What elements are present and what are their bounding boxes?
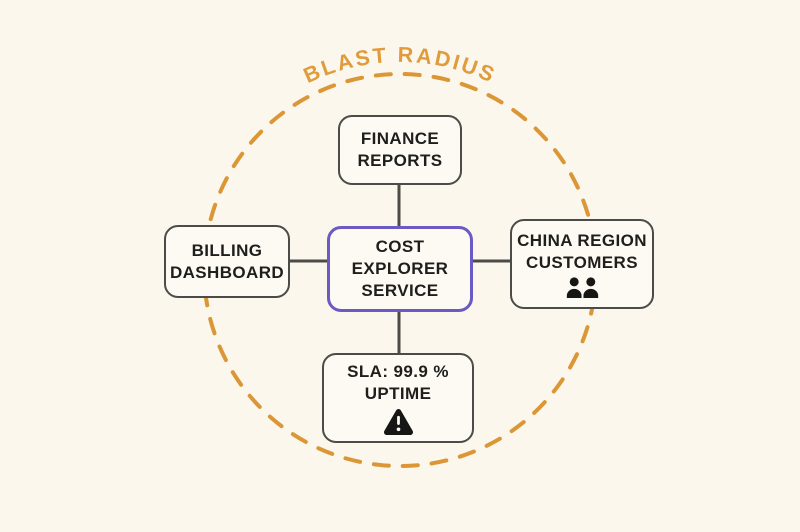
warning-icon [383, 407, 414, 436]
node-billing-dashboard: BILLING DASHBOARD [164, 225, 290, 298]
people-icon [565, 277, 600, 298]
node-cost-explorer-service: COST EXPLORER SERVICE [327, 226, 473, 312]
node-china-region-customers: CHINA REGION CUSTOMERS [510, 219, 654, 309]
node-cost-explorer-service-label: COST EXPLORER SERVICE [351, 237, 449, 300]
blast-radius-title: BLAST RADIUS [300, 43, 500, 88]
node-billing-dashboard-label: BILLING DASHBOARD [169, 240, 285, 282]
node-sla-uptime: SLA: 99.9 % UPTIME [322, 353, 474, 443]
node-finance-reports: FINANCE REPORTS [338, 115, 462, 185]
node-china-region-customers-label: CHINA REGION CUSTOMERS [517, 231, 647, 272]
node-sla-uptime-label: SLA: 99.9 % UPTIME [347, 361, 449, 403]
node-finance-reports-label: FINANCE REPORTS [357, 129, 443, 170]
